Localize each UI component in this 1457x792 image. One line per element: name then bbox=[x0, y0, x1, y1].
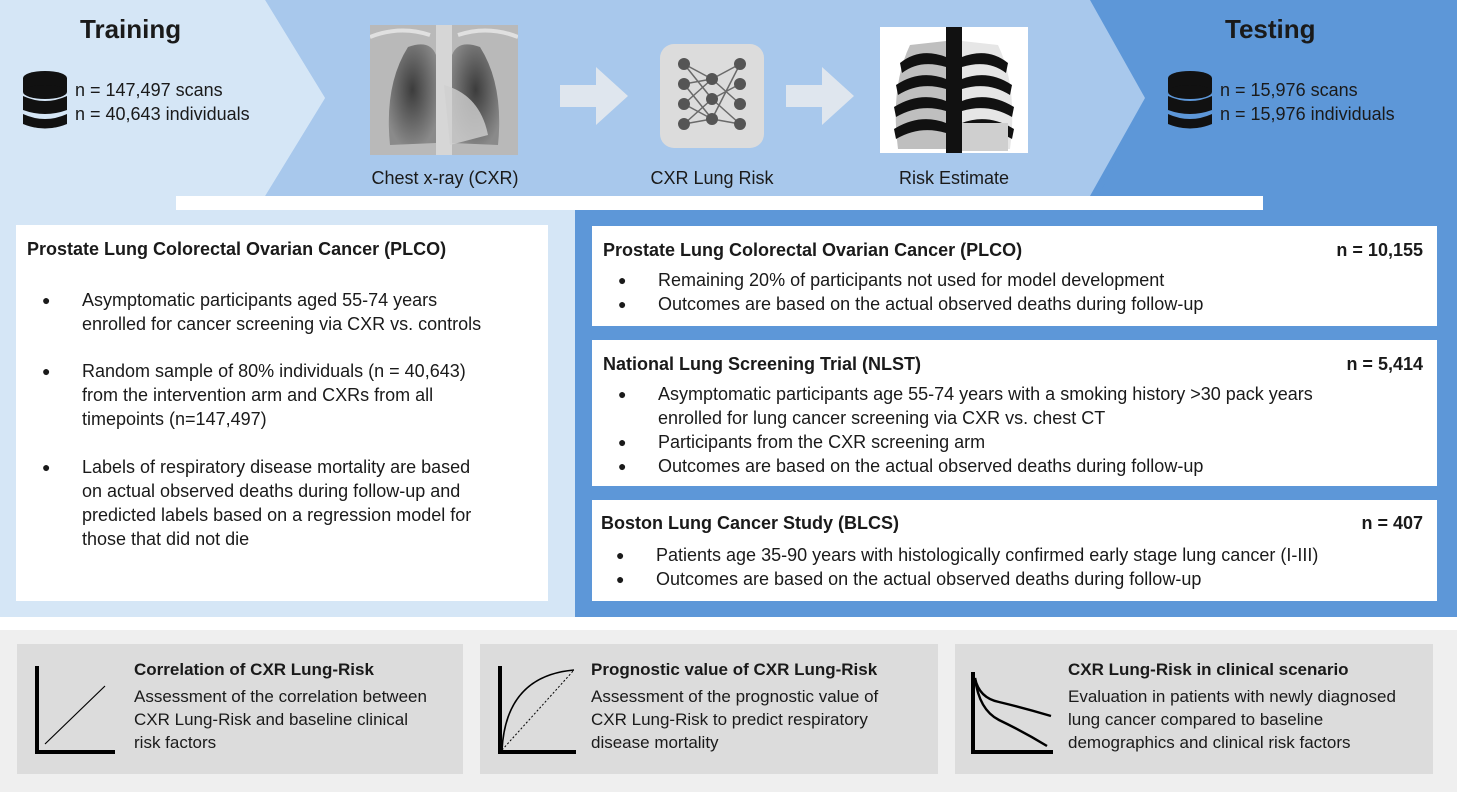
bullet-line: Outcomes are based on the actual observe… bbox=[656, 569, 1202, 589]
bullet-dot: ● bbox=[618, 458, 627, 474]
training-stat-scans: n = 147,497 scans bbox=[75, 80, 223, 100]
bullet-dot: ● bbox=[42, 363, 51, 379]
bullet-line: Labels of respiratory disease mortality … bbox=[82, 457, 471, 477]
testing-title: Testing bbox=[1225, 14, 1316, 44]
analysis-line: lung cancer compared to baseline bbox=[1068, 710, 1324, 729]
bullet-line: Random sample of 80% individuals (n = 40… bbox=[82, 361, 466, 381]
training-plco-card: Prostate Lung Colorectal Ovarian Cancer … bbox=[16, 225, 548, 601]
database-icon bbox=[23, 71, 67, 129]
right-arrow-icon bbox=[560, 67, 628, 125]
testing-chevron bbox=[1090, 0, 1457, 215]
bullet-line: Remaining 20% of participants not used f… bbox=[658, 270, 1165, 290]
survival-curve-icon bbox=[971, 672, 1053, 754]
analysis-prognostic-card: Prognostic value of CXR Lung-Risk Assess… bbox=[480, 644, 938, 774]
neural-network-icon bbox=[660, 44, 764, 148]
analysis-line: Evaluation in patients with newly diagno… bbox=[1068, 687, 1396, 706]
bullet-line: Asymptomatic participants aged 55-74 yea… bbox=[82, 290, 438, 310]
bullet-line: those that did not die bbox=[82, 529, 250, 549]
bullet-line: enrolled for cancer screening via CXR vs… bbox=[82, 314, 482, 334]
bullet-dot: ● bbox=[618, 272, 627, 288]
analysis-description: Assessment of the prognostic value of CX… bbox=[591, 685, 878, 754]
card-title: Prostate Lung Colorectal Ovarian Cancer … bbox=[27, 239, 447, 259]
chest-xray-image bbox=[370, 25, 518, 155]
card-title: Prostate Lung Colorectal Ovarian Cancer … bbox=[603, 240, 1023, 260]
testing-nlst-card: National Lung Screening Trial (NLST) n =… bbox=[592, 340, 1437, 486]
bullet-dot: ● bbox=[618, 386, 627, 402]
analysis-line: CXR Lung-Risk to predict respiratory bbox=[591, 710, 868, 729]
analysis-correlation-card: Correlation of CXR Lung-Risk Assessment … bbox=[17, 644, 463, 774]
analysis-title: Prognostic value of CXR Lung-Risk bbox=[591, 660, 878, 679]
bullet-line: from the intervention arm and CXRs from … bbox=[82, 385, 434, 405]
risk-caption: Risk Estimate bbox=[898, 168, 1010, 188]
bullet-line: on actual observed deaths during follow-… bbox=[82, 481, 461, 501]
testing-plco-card: Prostate Lung Colorectal Ovarian Cancer … bbox=[592, 226, 1437, 326]
analysis-line: Assessment of the correlation between bbox=[134, 687, 427, 706]
bullet-line: timepoints (n=147,497) bbox=[82, 409, 267, 429]
correlation-plot-icon bbox=[35, 666, 115, 754]
bullet-dot: ● bbox=[618, 434, 627, 450]
database-icon bbox=[1168, 71, 1212, 129]
bullet-line: Outcomes are based on the actual observe… bbox=[658, 456, 1204, 476]
analysis-title: Correlation of CXR Lung-Risk bbox=[134, 660, 374, 679]
cohort-size: n = 5,414 bbox=[1346, 354, 1423, 374]
header-divider bbox=[176, 196, 1263, 210]
training-chevron bbox=[0, 0, 325, 196]
analysis-line: risk factors bbox=[134, 733, 217, 752]
analysis-description: Evaluation in patients with newly diagno… bbox=[1068, 685, 1396, 754]
testing-blcs-card: Boston Lung Cancer Study (BLCS) n = 407 … bbox=[592, 500, 1437, 601]
analysis-line: CXR Lung-Risk and baseline clinical bbox=[134, 710, 409, 729]
bullet-line: Outcomes are based on the actual observe… bbox=[658, 294, 1204, 314]
testing-stat-individuals: n = 15,976 individuals bbox=[1220, 104, 1395, 124]
analysis-line: disease mortality bbox=[591, 733, 719, 752]
cxr-caption: Chest x-ray (CXR) bbox=[371, 168, 519, 188]
card-title: Boston Lung Cancer Study (BLCS) bbox=[601, 513, 899, 533]
bullet-line: predicted labels based on a regression m… bbox=[82, 505, 472, 525]
bullet-line: Participants from the CXR screening arm bbox=[658, 432, 986, 452]
right-arrow-icon bbox=[786, 67, 854, 125]
roc-curve-icon bbox=[498, 666, 576, 754]
card-title: National Lung Screening Trial (NLST) bbox=[603, 354, 922, 374]
training-title: Training bbox=[80, 14, 182, 44]
bullet-line: Asymptomatic participants age 55-74 year… bbox=[658, 384, 1313, 404]
analysis-description: Assessment of the correlation between CX… bbox=[134, 685, 427, 754]
cohort-size: n = 407 bbox=[1361, 513, 1423, 533]
analysis-clinical-card: CXR Lung-Risk in clinical scenario Evalu… bbox=[955, 644, 1433, 774]
bullet-dot: ● bbox=[42, 292, 51, 308]
bullet-line: enrolled for lung cancer screening via C… bbox=[658, 408, 1106, 428]
bullet-dot: ● bbox=[618, 296, 627, 312]
testing-stat-scans: n = 15,976 scans bbox=[1220, 80, 1358, 100]
bullet-line: Patients age 35-90 years with histologic… bbox=[656, 545, 1319, 565]
risk-estimate-image bbox=[880, 27, 1028, 153]
cohort-size: n = 10,155 bbox=[1336, 240, 1423, 260]
bullet-dot: ● bbox=[616, 571, 625, 587]
bullet-dot: ● bbox=[616, 547, 625, 563]
analysis-title: CXR Lung-Risk in clinical scenario bbox=[1068, 660, 1349, 679]
bullet-dot: ● bbox=[42, 459, 51, 475]
analysis-line: Assessment of the prognostic value of bbox=[591, 687, 879, 706]
model-caption: CXR Lung Risk bbox=[650, 168, 774, 188]
training-stat-individuals: n = 40,643 individuals bbox=[75, 104, 250, 124]
analysis-line: demographics and clinical risk factors bbox=[1068, 733, 1351, 752]
